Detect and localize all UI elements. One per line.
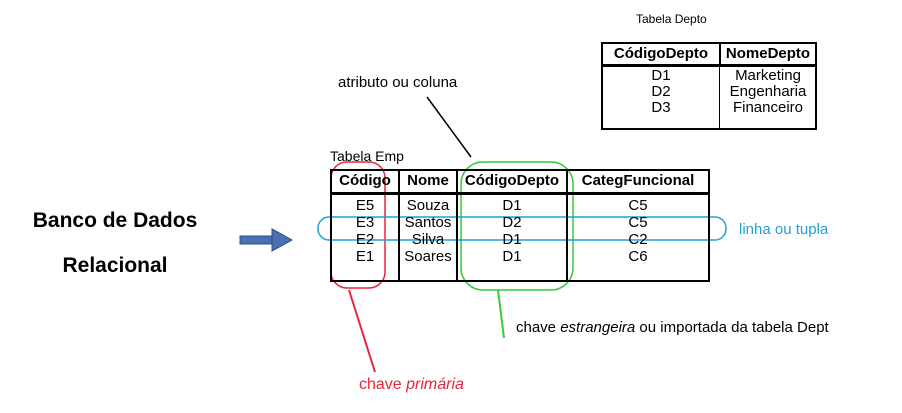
emp-cell: C2 bbox=[628, 231, 648, 248]
emp-cell: C6 bbox=[628, 248, 648, 265]
table-row: E5 Souza D1 C5 bbox=[332, 197, 708, 214]
table-row: D1 Marketing bbox=[603, 68, 815, 84]
emp-cell: D1 bbox=[502, 197, 522, 214]
emp-caption: Tabela Emp bbox=[330, 148, 404, 164]
depto-header-codigo: CódigoDepto bbox=[603, 44, 721, 64]
depto-cell: D2 bbox=[651, 83, 671, 100]
table-row: D3 Financeiro bbox=[603, 100, 815, 116]
emp-cell: E1 bbox=[355, 248, 375, 265]
fk-prefix: chave bbox=[516, 319, 561, 336]
depto-cell: Financeiro bbox=[732, 99, 804, 116]
table-row: E1 Soares D1 C6 bbox=[332, 248, 708, 265]
fk-suffix: ou importada da tabela Dept bbox=[635, 319, 829, 336]
emp-column-divider bbox=[456, 171, 458, 280]
arrow-right-icon bbox=[239, 228, 294, 252]
title-line-1: Banco de Dados bbox=[32, 209, 198, 232]
attribute-pointer bbox=[426, 96, 472, 158]
emp-cell: D1 bbox=[502, 248, 522, 265]
depto-cell: Engenharia bbox=[729, 83, 807, 100]
foreign-key-annotation: chave estrangeira ou importada da tabela… bbox=[516, 319, 829, 336]
table-row: D2 Engenharia bbox=[603, 84, 815, 100]
emp-cell: E3 bbox=[355, 214, 375, 231]
emp-header-categfuncional: CategFuncional bbox=[581, 172, 695, 189]
emp-cell: Souza bbox=[406, 197, 450, 214]
foreign-key-pointer bbox=[497, 289, 505, 339]
depto-header: CódigoDepto NomeDepto bbox=[603, 44, 815, 66]
depto-divider bbox=[603, 66, 815, 67]
emp-cell: E5 bbox=[355, 197, 375, 214]
depto-body: D1 Marketing D2 Engenharia D3 Financeiro bbox=[603, 68, 815, 116]
emp-cell: C5 bbox=[628, 214, 648, 231]
emp-header-codigo: Código bbox=[339, 172, 391, 189]
pk-italic: primária bbox=[406, 376, 464, 393]
depto-cell: Marketing bbox=[735, 67, 801, 84]
emp-cell: Silva bbox=[411, 231, 445, 248]
emp-cell: E2 bbox=[355, 231, 375, 248]
emp-cell: C5 bbox=[628, 197, 648, 214]
primary-key-annotation: chave primária bbox=[359, 376, 464, 394]
table-row: E2 Silva D1 C2 bbox=[332, 231, 708, 248]
emp-cell: D2 bbox=[502, 214, 522, 231]
depto-cell: D1 bbox=[651, 67, 671, 84]
emp-header: Código Nome CódigoDepto CategFuncional bbox=[332, 171, 708, 194]
emp-column-divider bbox=[398, 171, 400, 280]
emp-divider bbox=[332, 194, 708, 195]
depto-table: CódigoDepto NomeDepto D1 Marketing D2 En… bbox=[601, 42, 817, 130]
emp-cell: Soares bbox=[404, 248, 452, 265]
title-line-2: Relacional bbox=[62, 254, 168, 277]
primary-key-pointer bbox=[348, 289, 376, 373]
attribute-annotation: atributo ou coluna bbox=[338, 74, 458, 91]
fk-italic: estrangeira bbox=[560, 319, 636, 336]
emp-cell: D1 bbox=[502, 231, 522, 248]
depto-caption: Tabela Depto bbox=[636, 12, 707, 26]
pk-prefix: chave bbox=[359, 376, 407, 393]
database-title: Banco de Dados Relacional bbox=[20, 198, 210, 288]
depto-cell: D3 bbox=[651, 99, 671, 116]
depto-header-nome: NomeDepto bbox=[725, 45, 811, 62]
emp-column-divider bbox=[566, 171, 568, 280]
emp-cell: Santos bbox=[404, 214, 452, 231]
emp-header-codigodepto: CódigoDepto bbox=[464, 172, 560, 189]
table-row: E3 Santos D2 C5 bbox=[332, 214, 708, 231]
tuple-annotation: linha ou tupla bbox=[739, 221, 829, 238]
emp-body: E5 Souza D1 C5 E3 Santos D2 C5 E2 Silva … bbox=[332, 197, 708, 265]
emp-header-nome: Nome bbox=[407, 172, 449, 189]
depto-column-divider bbox=[719, 64, 720, 128]
emp-table: Código Nome CódigoDepto CategFuncional E… bbox=[330, 169, 710, 282]
